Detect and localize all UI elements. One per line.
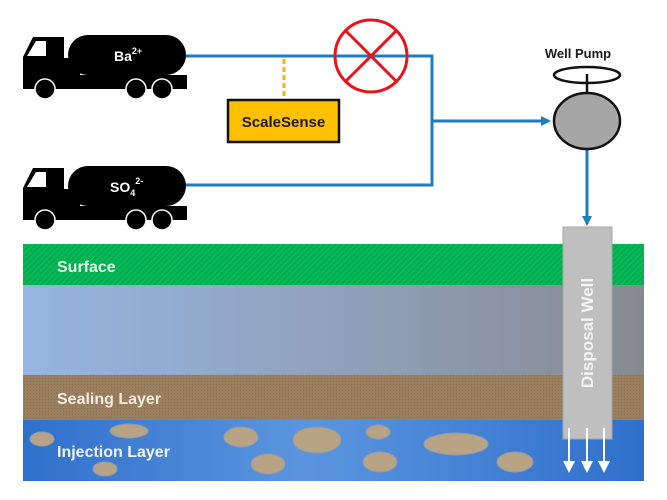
pebble bbox=[223, 426, 259, 448]
pebble bbox=[109, 423, 149, 439]
sealing-layer bbox=[23, 375, 644, 420]
disposal-well: Disposal Well bbox=[562, 226, 613, 473]
pebble bbox=[29, 431, 55, 447]
pipe-network bbox=[185, 54, 592, 226]
wheel bbox=[125, 78, 147, 100]
cab-window bbox=[27, 172, 46, 187]
pebble bbox=[496, 451, 534, 473]
wheel bbox=[34, 78, 56, 100]
sensor-box bbox=[226, 98, 341, 144]
cab-window bbox=[27, 41, 46, 56]
aquifer-layer bbox=[23, 285, 644, 375]
sensor-label: ScaleSense bbox=[242, 114, 325, 131]
valve-circle bbox=[333, 18, 409, 94]
wheel bbox=[151, 209, 173, 231]
surface-layer bbox=[23, 244, 644, 285]
pebble bbox=[92, 461, 118, 477]
ion-charge: 2+ bbox=[132, 46, 142, 56]
sealing-layer-label: Sealing Layer bbox=[57, 391, 161, 408]
tank-bridge bbox=[60, 58, 80, 78]
well-pump: Well Pump bbox=[545, 46, 622, 151]
ion-label: SO42- bbox=[110, 176, 143, 198]
valve-x-line bbox=[344, 29, 398, 83]
tank bbox=[68, 35, 186, 75]
ion-charge: 2- bbox=[135, 176, 143, 186]
pebble bbox=[362, 451, 398, 473]
sulfate-tanker-truck: SO42- bbox=[23, 166, 187, 231]
ion-subscript: 4 bbox=[130, 188, 135, 198]
pump-body bbox=[552, 91, 622, 151]
wheel bbox=[151, 78, 173, 100]
wheel bbox=[34, 209, 56, 231]
scalesense-sensor: ScaleSense bbox=[226, 59, 341, 144]
surface-label: Surface bbox=[57, 259, 116, 276]
injection-layer-label: Injection Layer bbox=[57, 444, 170, 461]
tank-bridge bbox=[60, 189, 80, 209]
tank bbox=[68, 166, 186, 206]
ion-label: Ba2+ bbox=[114, 46, 142, 64]
ion-base: Ba bbox=[114, 48, 132, 64]
ion-base: SO bbox=[110, 179, 130, 195]
rock-pebbles bbox=[29, 423, 534, 477]
blocked-valve bbox=[333, 18, 409, 94]
disposal-well-label: Disposal Well bbox=[578, 278, 597, 388]
wheel bbox=[125, 209, 147, 231]
pebble bbox=[292, 426, 342, 454]
pebble bbox=[250, 453, 286, 475]
injection-arrows bbox=[563, 428, 610, 473]
ground-layers: Surface Sealing Layer Injection Layer bbox=[23, 244, 644, 481]
well-casing bbox=[562, 226, 613, 440]
well-pump-label: Well Pump bbox=[545, 46, 611, 61]
pebble bbox=[423, 432, 489, 456]
pebble bbox=[365, 424, 391, 440]
barium-tanker-truck: Ba2+ bbox=[23, 35, 187, 100]
